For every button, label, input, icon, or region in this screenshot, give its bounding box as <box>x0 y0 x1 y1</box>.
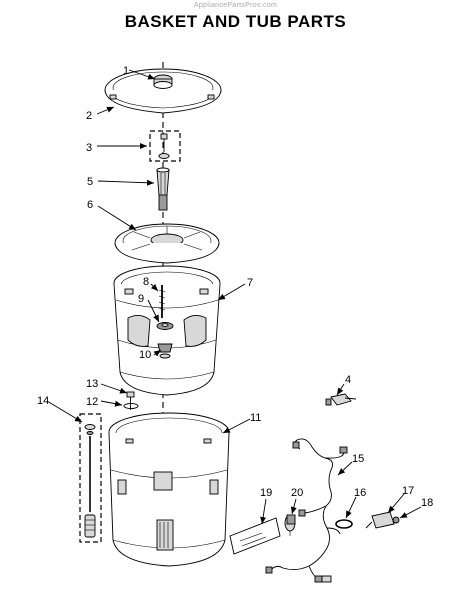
callout-6: 6 <box>87 199 93 211</box>
callout-9: 9 <box>138 293 144 305</box>
callout-5: 5 <box>87 176 93 188</box>
callout-15: 15 <box>352 453 364 465</box>
callout-4: 4 <box>345 374 351 386</box>
part-tub-bolt <box>126 391 135 410</box>
callout-20: 20 <box>291 487 303 499</box>
callout-14: 14 <box>37 395 49 407</box>
part-connector <box>284 514 296 536</box>
part-tub-seal <box>123 403 139 409</box>
part-grommet <box>335 519 353 529</box>
leader-15 <box>337 461 353 476</box>
callout-1: 1 <box>123 65 129 77</box>
callout-13: 13 <box>86 378 98 390</box>
leader-18 <box>399 506 422 519</box>
leader-4 <box>336 383 345 396</box>
leader-1 <box>128 69 156 80</box>
leader-5 <box>97 179 155 186</box>
callout-19: 19 <box>260 487 272 499</box>
leader-6 <box>97 205 137 231</box>
part-bolt-kit <box>149 130 181 162</box>
part-impeller <box>114 223 220 264</box>
callout-labels: 1 2 3 4 5 6 7 8 9 10 11 12 13 14 15 16 1… <box>37 65 433 509</box>
leader-13 <box>100 383 128 394</box>
part-hub-nut <box>157 343 173 359</box>
leader-2 <box>96 106 115 115</box>
callout-16: 16 <box>354 487 366 499</box>
leader-16 <box>345 496 357 519</box>
callout-8: 8 <box>143 276 149 288</box>
watermark-text: AppliancePartsPros.com <box>193 2 278 9</box>
leader-12 <box>100 400 123 407</box>
callout-7: 7 <box>247 277 253 289</box>
part-sensor <box>365 511 395 529</box>
callout-10: 10 <box>139 349 151 361</box>
page-title: BASKET AND TUB PARTS <box>124 12 347 31</box>
leader-10 <box>153 349 162 357</box>
leader-9 <box>147 299 160 323</box>
callout-12: 12 <box>86 396 98 408</box>
leader-20 <box>290 498 297 515</box>
callout-18: 18 <box>421 497 433 509</box>
part-label-panel <box>229 517 281 555</box>
part-suspension-rod-kit <box>79 413 102 543</box>
callout-11: 11 <box>250 412 261 424</box>
part-drive-bolt <box>158 285 166 318</box>
part-lid-hub <box>153 74 173 89</box>
leader-lines <box>46 69 422 525</box>
part-tub-ring <box>104 68 222 114</box>
part-basket <box>113 265 221 396</box>
part-screw <box>392 516 400 524</box>
callout-2: 2 <box>86 110 92 122</box>
callout-3: 3 <box>86 142 92 154</box>
part-wire-harness <box>265 438 348 583</box>
leader-11 <box>222 418 251 434</box>
leader-8 <box>150 283 159 292</box>
part-agitator-shaft <box>156 167 170 211</box>
part-hub-seal <box>156 322 174 330</box>
leader-19 <box>260 498 267 525</box>
part-clip <box>325 393 357 406</box>
leader-17 <box>387 493 405 514</box>
part-outer-tub <box>108 412 230 567</box>
leader-7 <box>217 283 246 301</box>
leader-14 <box>46 400 83 423</box>
callout-17: 17 <box>402 485 414 497</box>
